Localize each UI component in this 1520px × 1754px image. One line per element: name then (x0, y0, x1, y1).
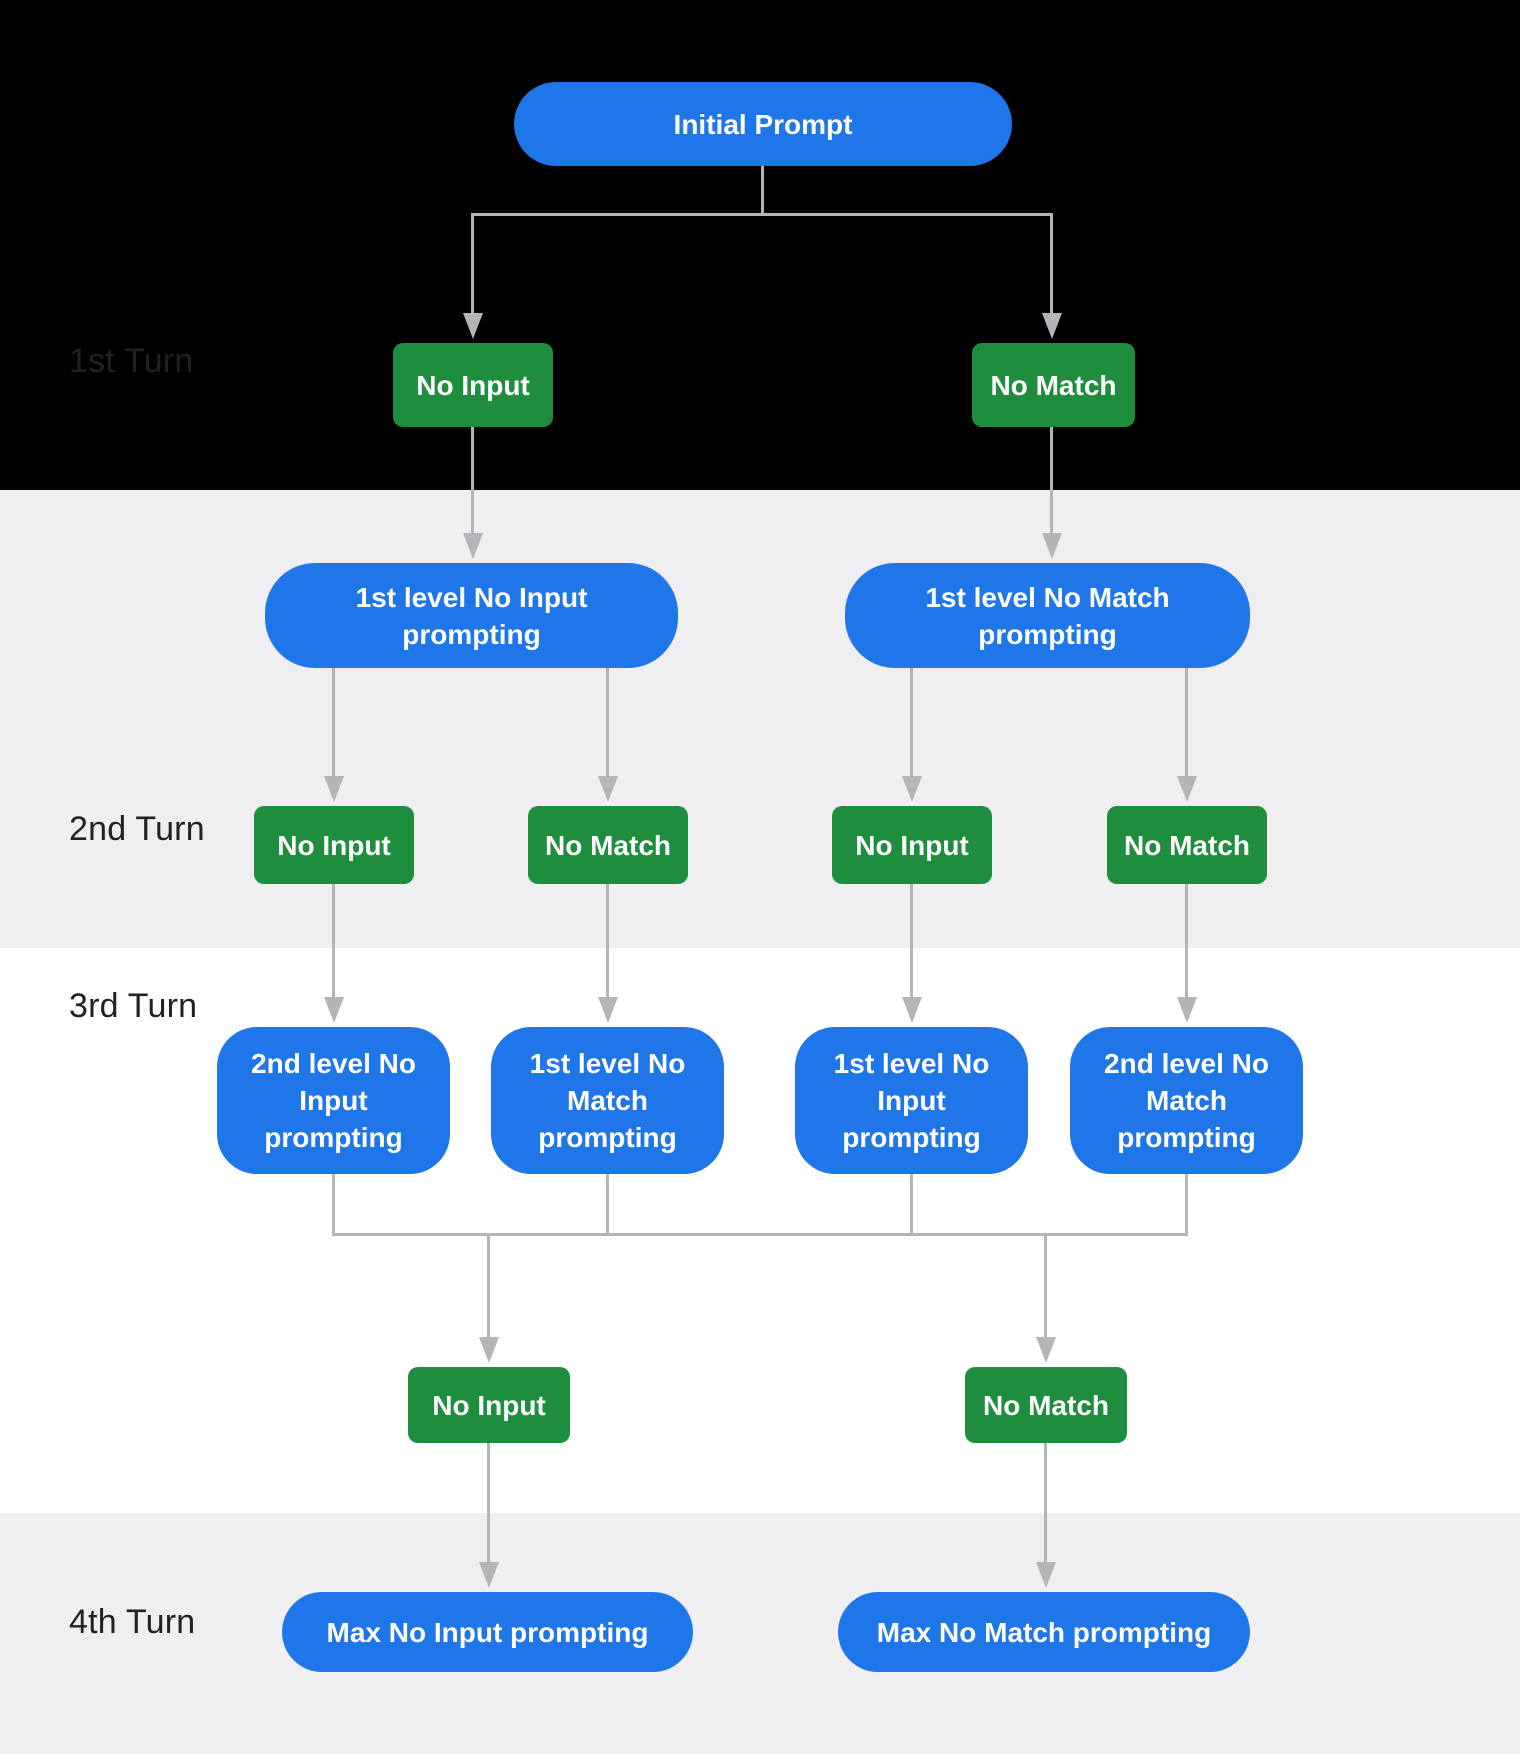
band-turn4 (0, 1513, 1520, 1754)
connector-line (332, 1233, 1188, 1236)
connector-line (471, 427, 474, 535)
band-turn3 (0, 948, 1520, 1513)
connector-line (910, 1174, 913, 1236)
arrowhead (1042, 313, 1062, 339)
turn-label-1: 1st Turn (69, 342, 194, 380)
arrowhead (479, 1562, 499, 1588)
node-level1-no-input-prompting: 1st level No Input prompting (265, 563, 678, 668)
node-turn1-no-input: No Input (393, 343, 553, 427)
node-turn3-no-input: No Input (408, 1367, 570, 1443)
node-level1-no-match-prompting-2: 1st level No Match prompting (491, 1027, 724, 1174)
connector-line (606, 668, 609, 778)
arrowhead (1177, 776, 1197, 802)
connector-line (487, 1233, 490, 1339)
arrowhead (463, 533, 483, 559)
arrowhead (902, 776, 922, 802)
node-max-no-match-prompting: Max No Match prompting (838, 1592, 1250, 1672)
connector-line (606, 884, 609, 999)
arrowhead (598, 776, 618, 802)
connector-line (471, 213, 474, 315)
arrowhead (1042, 533, 1062, 559)
arrowhead (324, 776, 344, 802)
band-turn1 (0, 0, 1520, 490)
connector-line (332, 668, 335, 778)
connector-line (487, 1443, 490, 1564)
arrowhead (479, 1337, 499, 1363)
node-turn3-no-match: No Match (965, 1367, 1127, 1443)
connector-line (1050, 213, 1053, 315)
connector-line (332, 1174, 335, 1236)
connector-line (1185, 884, 1188, 999)
node-level1-no-match-prompting: 1st level No Match prompting (845, 563, 1250, 668)
connector-line (1044, 1443, 1047, 1564)
node-turn2-no-match-2: No Match (1107, 806, 1267, 884)
connector-line (1050, 427, 1053, 535)
connector-line (473, 213, 1053, 216)
connector-line (910, 884, 913, 999)
node-level2-no-match-prompting-1: 2nd level No Match prompting (1070, 1027, 1303, 1174)
node-turn2-no-input-2: No Input (832, 806, 992, 884)
arrowhead (598, 997, 618, 1023)
node-level2-no-input-prompting-1: 2nd level No Input prompting (217, 1027, 450, 1174)
node-initial-prompt: Initial Prompt (514, 82, 1012, 166)
node-level1-no-input-prompting-2: 1st level No Input prompting (795, 1027, 1028, 1174)
arrowhead (1036, 1337, 1056, 1363)
connector-line (910, 668, 913, 778)
connector-line (761, 166, 764, 214)
arrowhead (902, 997, 922, 1023)
connector-line (332, 884, 335, 999)
arrowhead (324, 997, 344, 1023)
node-max-no-input-prompting: Max No Input prompting (282, 1592, 693, 1672)
connector-line (1185, 668, 1188, 778)
node-turn1-no-match: No Match (972, 343, 1135, 427)
node-turn2-no-match-1: No Match (528, 806, 688, 884)
turn-label-4: 4th Turn (69, 1603, 196, 1641)
arrowhead (1036, 1562, 1056, 1588)
connector-line (606, 1174, 609, 1236)
band-turn2 (0, 490, 1520, 948)
node-turn2-no-input-1: No Input (254, 806, 414, 884)
arrowhead (1177, 997, 1197, 1023)
connector-line (1185, 1174, 1188, 1236)
turn-label-3: 3rd Turn (69, 987, 198, 1025)
turn-label-2: 2nd Turn (69, 810, 205, 848)
connector-line (1044, 1233, 1047, 1339)
arrowhead (463, 313, 483, 339)
